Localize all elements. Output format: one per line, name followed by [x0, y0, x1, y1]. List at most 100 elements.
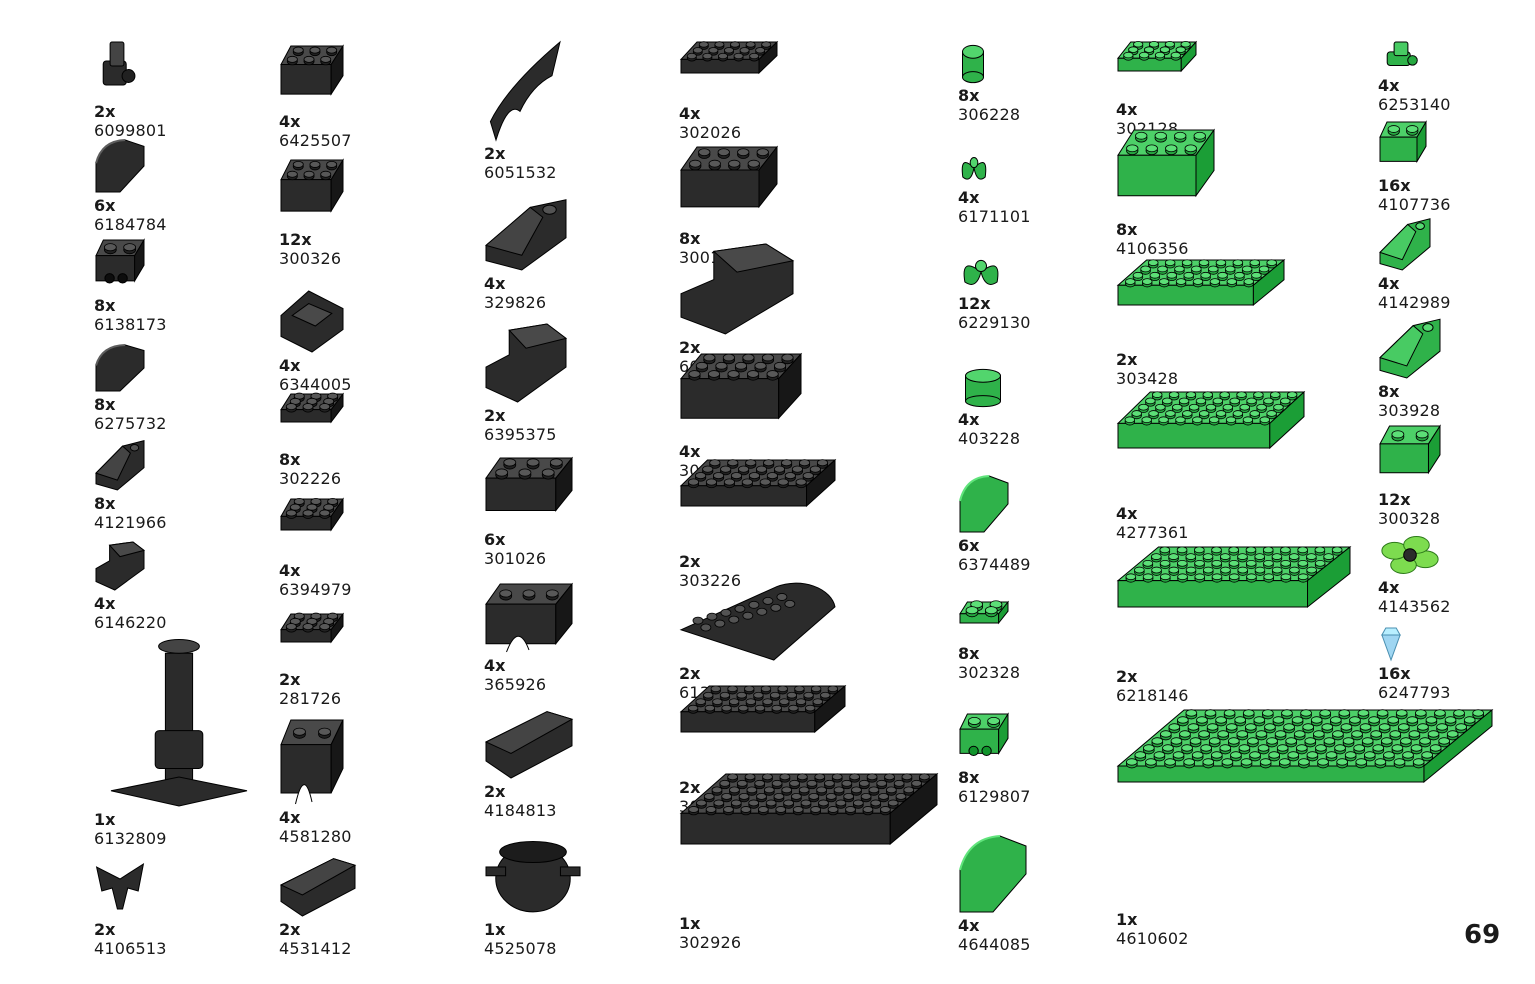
part-quantity: 1x: [1116, 910, 1138, 929]
part-id: 6051532: [484, 163, 557, 182]
plate-part-icon: [679, 684, 847, 734]
part-id: 6425507: [279, 131, 352, 150]
part-quantity: 2x: [1116, 667, 1138, 686]
slope-part-icon: [95, 440, 145, 491]
part-quantity: 8x: [94, 296, 116, 315]
part-id: 6253140: [1378, 95, 1451, 114]
part-quantity: 8x: [958, 644, 980, 663]
flower-part-icon: [1381, 536, 1439, 574]
part-id: 281726: [279, 689, 342, 708]
part-id: 6275732: [94, 414, 167, 433]
part-id: 4142989: [1378, 293, 1451, 312]
curve-part-icon: [959, 835, 1027, 913]
part-quantity: 4x: [1378, 578, 1400, 597]
part-quantity: 12x: [1378, 490, 1411, 509]
plate-part-icon: [679, 458, 837, 508]
part-quantity: 8x: [958, 768, 980, 787]
part-quantity: 6x: [94, 196, 116, 215]
lamppost-part-icon: [110, 638, 248, 807]
bracket-part-icon: [95, 541, 146, 591]
gem-part-icon: [1381, 627, 1401, 662]
part-quantity: 4x: [1116, 504, 1138, 523]
slope-part-icon: [1379, 218, 1431, 271]
part-id: 301026: [484, 549, 547, 568]
part-quantity: 2x: [279, 920, 301, 939]
round-part-icon: [965, 368, 1001, 408]
part-quantity: 4x: [679, 104, 701, 123]
plate-part-icon: [1116, 40, 1198, 73]
part-quantity: 8x: [279, 450, 301, 469]
brick-part-icon: [680, 145, 779, 209]
bracket-part-icon: [485, 323, 568, 403]
part-id: 6138173: [94, 315, 167, 334]
part-quantity: 2x: [94, 102, 116, 121]
brick-part-icon: [1379, 120, 1427, 164]
brick-part-icon: [1379, 424, 1441, 475]
plate-part-icon: [679, 772, 939, 846]
part-quantity: 8x: [1116, 220, 1138, 239]
plate-part-icon: [679, 40, 779, 75]
part-id: 302226: [279, 469, 342, 488]
page-number: 69: [1464, 920, 1501, 950]
plate-part-icon: [1116, 545, 1352, 609]
brick-part-icon: [679, 352, 803, 420]
part-id: 6129807: [958, 787, 1031, 806]
arch-part-icon: [485, 582, 574, 653]
round-part-icon: [962, 44, 984, 84]
curve-part-icon: [95, 344, 145, 392]
plate-part-icon: [1116, 390, 1306, 450]
part-id: 6099801: [94, 121, 167, 140]
part-id: 4106513: [94, 939, 167, 958]
part-id: 4525078: [484, 939, 557, 958]
part-quantity: 2x: [679, 664, 701, 683]
part-id: 4143562: [1378, 597, 1451, 616]
plate-part-icon: [280, 612, 345, 644]
part-quantity: 4x: [1378, 76, 1400, 95]
part-id: 302328: [958, 663, 1021, 682]
part-quantity: 8x: [1378, 382, 1400, 401]
part-id: 4610602: [1116, 929, 1189, 948]
part-quantity: 8x: [679, 229, 701, 248]
leaf-part-icon: [963, 259, 999, 285]
corner-part-icon: [280, 290, 344, 353]
leaf-part-icon: [961, 157, 987, 180]
part-id: 6374489: [958, 555, 1031, 574]
part-quantity: 1x: [484, 920, 506, 939]
brick-part-icon: [280, 44, 344, 96]
part-item: 4x300926: [679, 352, 849, 480]
part-quantity: 12x: [279, 230, 312, 249]
part-id: 6394979: [279, 580, 352, 599]
part-id: 302926: [679, 933, 742, 952]
curve-part-icon: [95, 139, 145, 193]
part-quantity: 2x: [679, 338, 701, 357]
part-quantity: 1x: [679, 914, 701, 933]
part-quantity: 2x: [94, 920, 116, 939]
part-id: 6247793: [1378, 683, 1451, 702]
baseplate-part-icon: [1116, 708, 1494, 784]
